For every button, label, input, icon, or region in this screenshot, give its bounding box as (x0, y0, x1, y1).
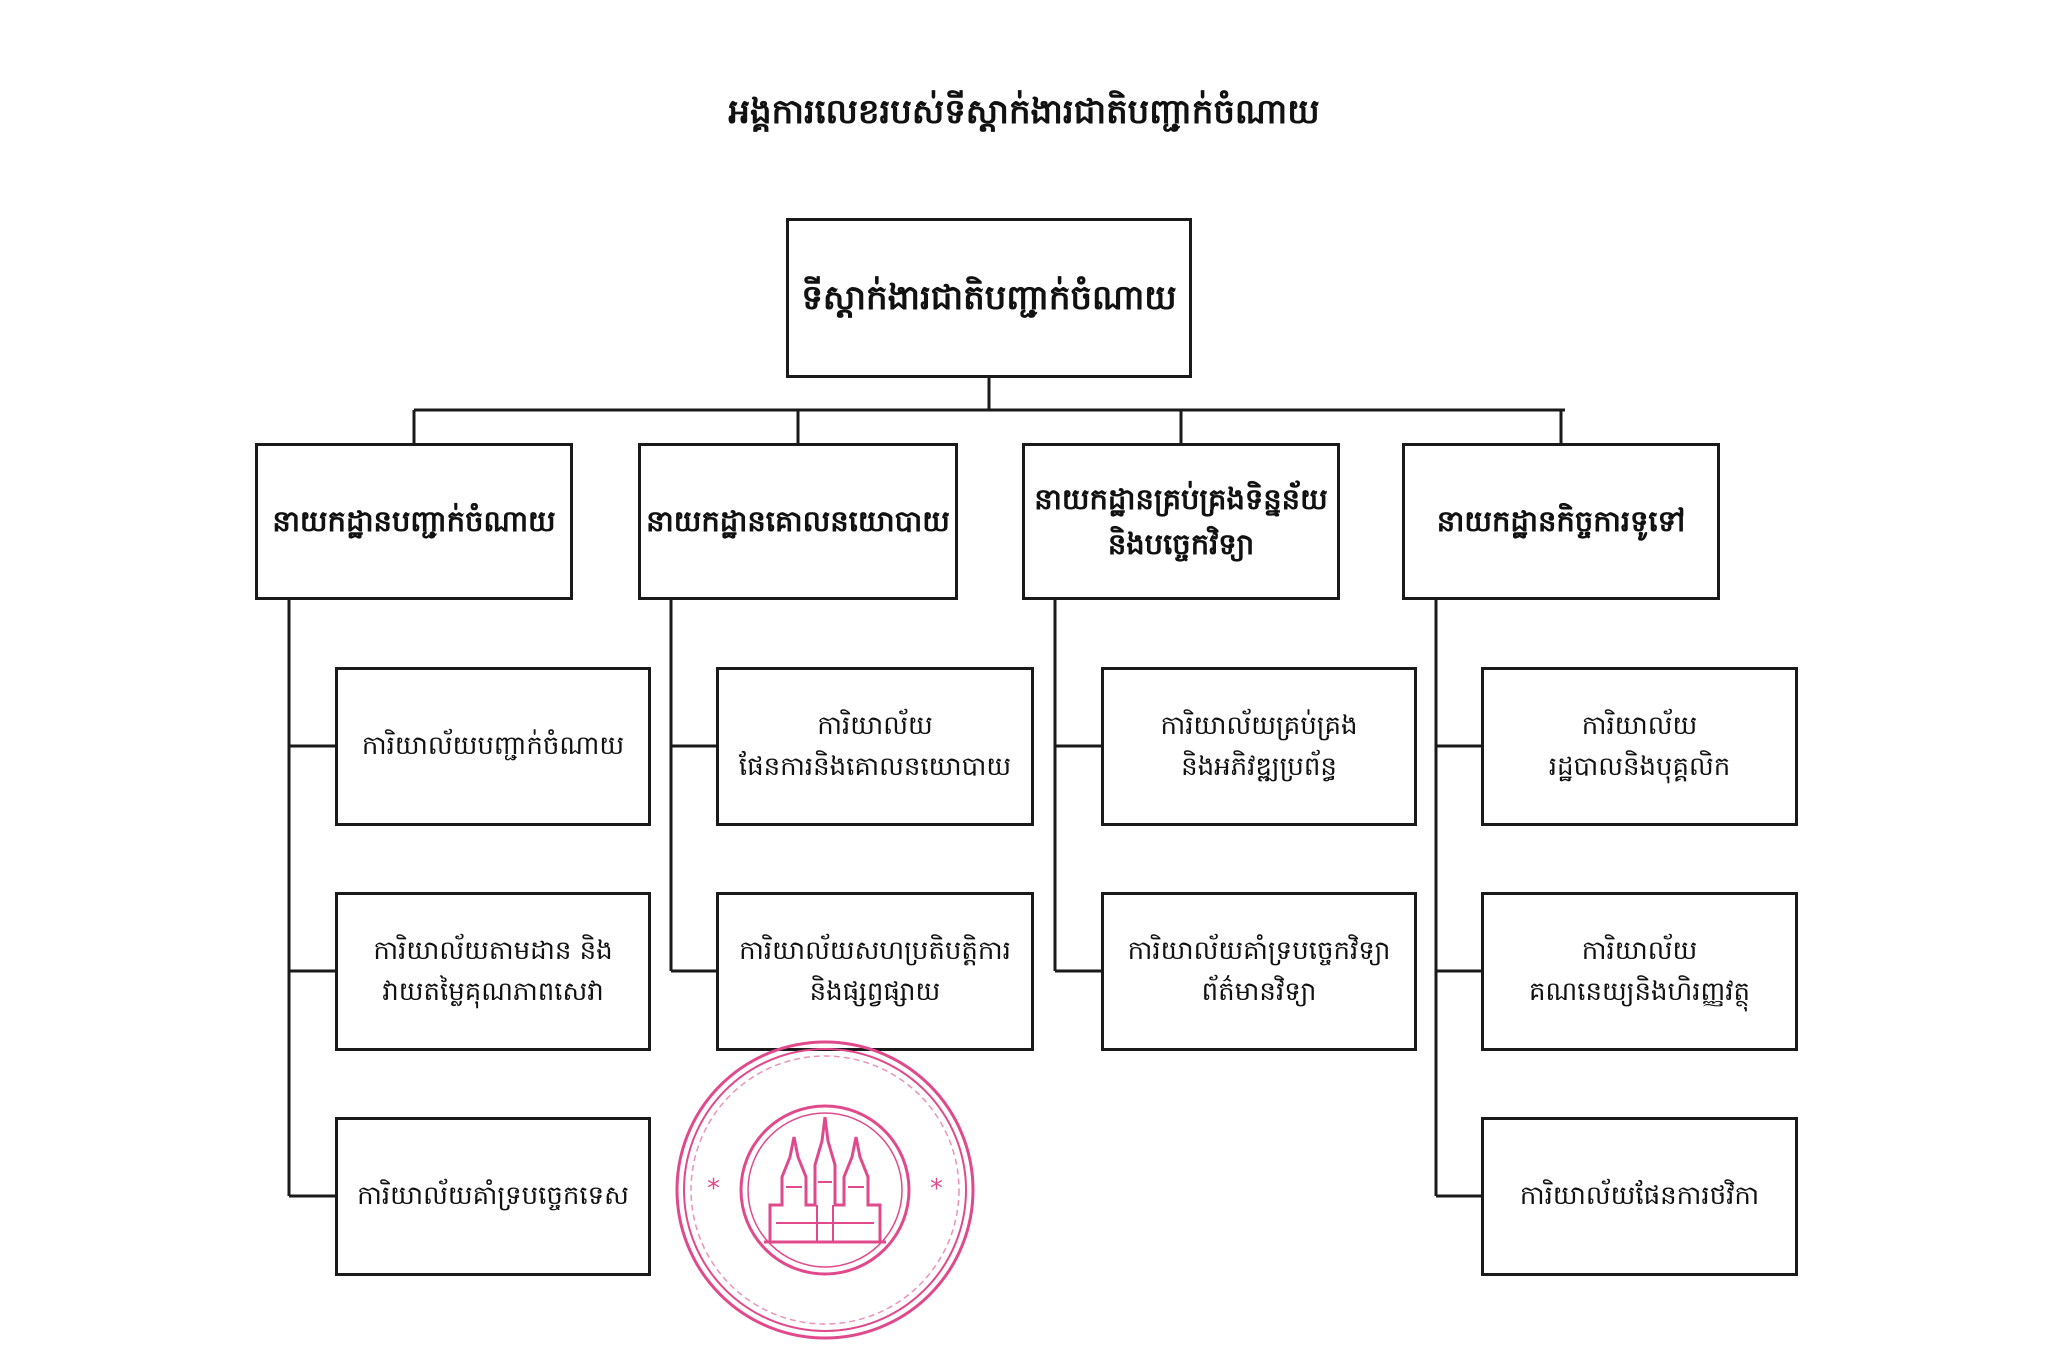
office-label: ការិយាល័យគ្រប់គ្រង (1160, 711, 1358, 742)
office-label: ព័ត៌មានវិទ្យា (1201, 976, 1317, 1007)
office-label: គណនេយ្យនិងហិរញ្ញវត្ថុ (1528, 976, 1751, 1007)
office-box-1-1: ការិយាល័យបញ្ជាក់ចំណាយ (335, 667, 651, 826)
department-label: នាយកដ្ឋានកិច្ចការទូទៅ (1436, 504, 1686, 539)
department-label: នាយកដ្ឋានគ្រប់គ្រងទិន្នន័យ (1034, 481, 1328, 516)
svg-text:*: * (930, 1174, 943, 1204)
office-box-1-2: ការិយាល័យតាមដាន និង វាយតម្លៃគុណភាពសេវា (335, 892, 651, 1051)
office-label: ការិយាល័យ (1581, 711, 1698, 742)
department-box-1: នាយកដ្ឋានបញ្ជាក់ចំណាយ (255, 443, 573, 600)
office-box-4-1: ការិយាល័យ រដ្ឋបាលនិងបុគ្គលិក (1481, 667, 1798, 826)
office-box-4-2: ការិយាល័យ គណនេយ្យនិងហិរញ្ញវត្ថុ (1481, 892, 1798, 1051)
office-label: ការិយាល័យផែនការថវិកា (1519, 1181, 1760, 1212)
department-label: និងបច្ចេកវិទ្យា (1107, 526, 1255, 561)
office-box-1-3: ការិយាល័យគាំទ្របច្ចេកទេស (335, 1117, 651, 1276)
office-label: រដ្ឋបាលនិងបុគ្គលិក (1548, 751, 1731, 782)
office-box-2-2: ការិយាល័យសហប្រតិបត្តិការ និងផ្សព្វផ្សាយ (716, 892, 1034, 1051)
root-node-box: ទីស្តាក់ងារជាតិបញ្ជាក់ចំណាយ (786, 218, 1192, 378)
department-box-4: នាយកដ្ឋានកិច្ចការទូទៅ (1402, 443, 1720, 600)
office-label: ផែនការនិងគោលនយោបាយ (738, 751, 1012, 782)
office-label: និងផ្សព្វផ្សាយ (809, 976, 941, 1007)
department-box-2: នាយកដ្ឋានគោលនយោបាយ (638, 443, 958, 600)
office-box-4-3: ការិយាល័យផែនការថវិកា (1481, 1117, 1798, 1276)
temple-seal-icon: * * (675, 1040, 975, 1340)
office-label: ការិយាល័យគាំទ្របច្ចេកវិទ្យា (1127, 936, 1391, 967)
office-label: ការិយាល័យគាំទ្របច្ចេកទេស (357, 1181, 629, 1212)
office-label: វាយតម្លៃគុណភាពសេវា (382, 976, 604, 1007)
svg-text:*: * (707, 1174, 720, 1204)
department-box-3: នាយកដ្ឋានគ្រប់គ្រងទិន្នន័យ និងបច្ចេកវិទ្… (1022, 443, 1340, 600)
office-box-3-1: ការិយាល័យគ្រប់គ្រង និងអភិវឌ្ឍប្រព័ន្ធ (1101, 667, 1417, 826)
department-label: នាយកដ្ឋានគោលនយោបាយ (646, 504, 950, 539)
office-box-2-1: ការិយាល័យ ផែនការនិងគោលនយោបាយ (716, 667, 1034, 826)
department-label: នាយកដ្ឋានបញ្ជាក់ចំណាយ (272, 504, 556, 539)
office-label: និងអភិវឌ្ឍប្រព័ន្ធ (1181, 751, 1337, 782)
root-node-label: ទីស្តាក់ងារជាតិបញ្ជាក់ចំណាយ (801, 277, 1177, 318)
office-label: ការិយាល័យបញ្ជាក់ចំណាយ (361, 731, 625, 762)
office-box-3-2: ការិយាល័យគាំទ្របច្ចេកវិទ្យា ព័ត៌មានវិទ្យ… (1101, 892, 1417, 1051)
office-label: ការិយាល័យ (817, 711, 933, 742)
office-label: ការិយាល័យតាមដាន និង (373, 936, 613, 967)
office-label: ការិយាល័យសហប្រតិបត្តិការ (739, 936, 1011, 967)
office-label: ការិយាល័យ (1581, 936, 1698, 967)
page-title: អង្គការលេខរបស់ទីស្តាក់ងារជាតិបញ្ជាក់ចំណា… (728, 92, 1320, 132)
